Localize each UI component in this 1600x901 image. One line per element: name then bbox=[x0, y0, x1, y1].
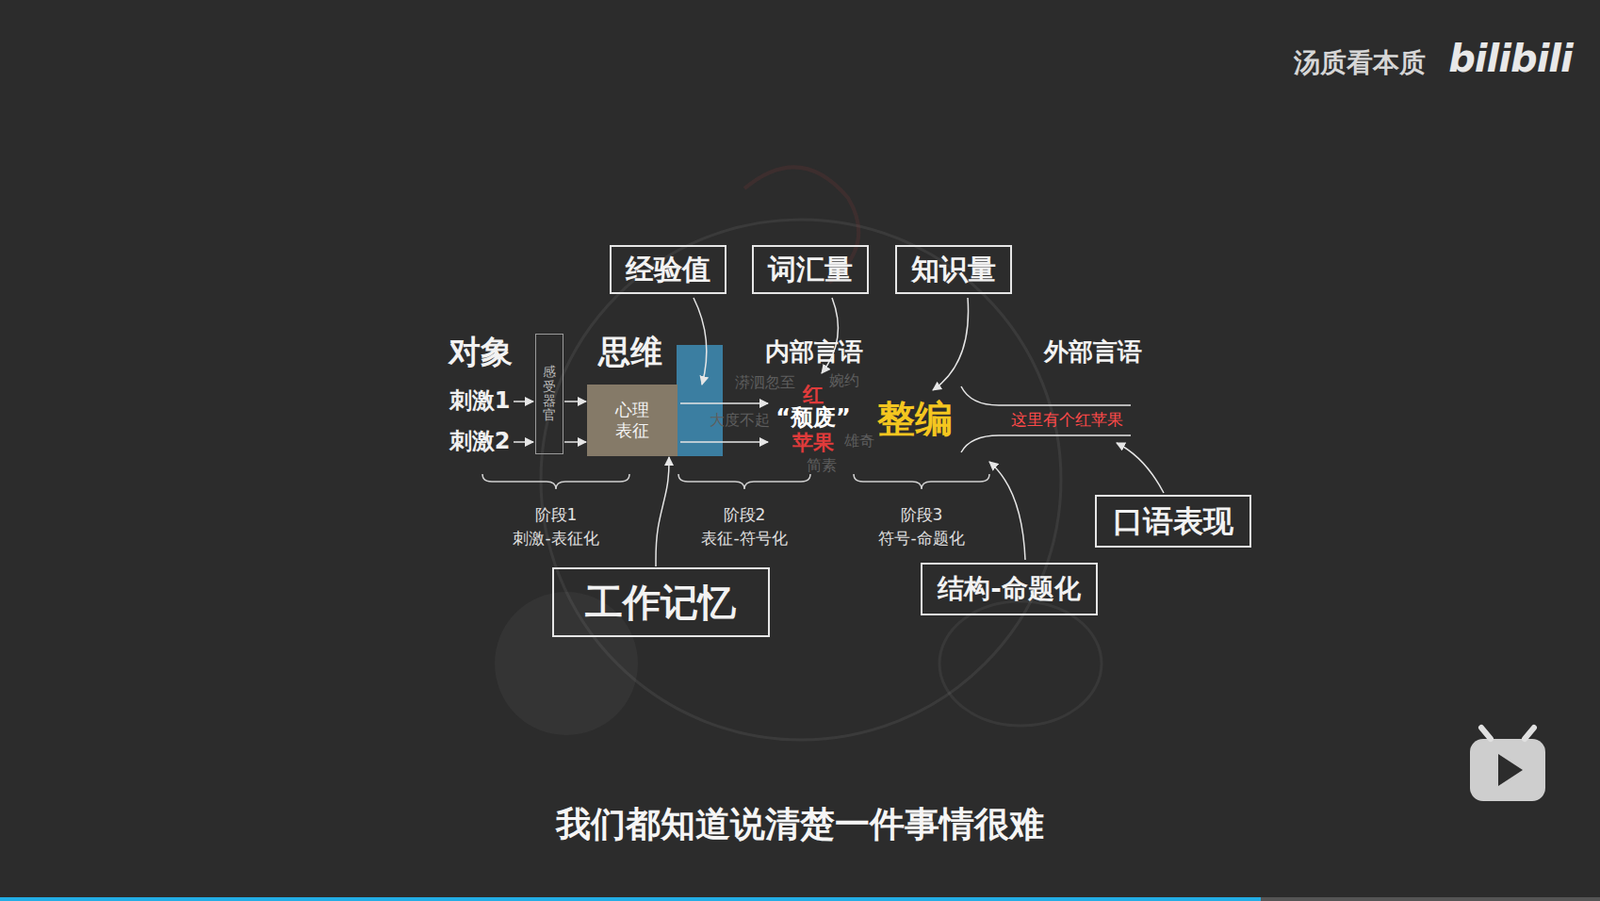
concept-box: 结构-命题化 bbox=[920, 562, 1098, 616]
stage-brace bbox=[853, 473, 990, 490]
progress-bar bbox=[0, 897, 1261, 901]
stage-label: 符号-命题化 bbox=[878, 529, 964, 549]
node-text: 词汇量 bbox=[767, 253, 853, 287]
stage-brace bbox=[678, 473, 811, 490]
column-heading: 外部言语 bbox=[1044, 338, 1143, 367]
faint-word: 简素 bbox=[806, 457, 837, 474]
concept-box: 知识量 bbox=[895, 244, 1013, 294]
connector-arrow bbox=[564, 440, 587, 443]
connector-arrow bbox=[655, 457, 670, 567]
node-text: 心理表征 bbox=[614, 399, 651, 442]
flow-arrow bbox=[680, 402, 768, 405]
red-word: 苹果 bbox=[792, 430, 834, 455]
column-heading: 内部言语 bbox=[765, 338, 864, 367]
flow-arrow bbox=[680, 440, 768, 443]
connector-arrow bbox=[564, 400, 587, 403]
subtitle: 我们都知道说清楚一件事情很难 bbox=[555, 804, 1045, 846]
leader-line bbox=[693, 297, 707, 385]
column-heading: 思维 bbox=[598, 333, 663, 371]
blue-bar bbox=[676, 344, 723, 457]
stimulus-label: 刺激2 bbox=[449, 428, 511, 456]
column-heading: 对象 bbox=[448, 333, 513, 371]
concept-box: 口语表现 bbox=[1094, 494, 1252, 548]
node-text: 经验值 bbox=[625, 253, 711, 287]
representation-box: 心理表征 bbox=[587, 384, 678, 457]
watermark-logo: bilibili bbox=[1448, 36, 1573, 81]
stage-label: 刺激-表征化 bbox=[512, 529, 599, 549]
node-text: 感受器官 bbox=[542, 364, 556, 424]
faint-word: 大度不起 bbox=[709, 411, 770, 429]
faint-word: 漭泗忽至 bbox=[734, 374, 796, 392]
concept-box: 经验值 bbox=[609, 244, 727, 294]
background-cell bbox=[939, 601, 1102, 726]
stage-brace bbox=[482, 473, 630, 490]
faint-word: 雄奇 bbox=[844, 432, 875, 450]
node-text: 口语表现 bbox=[1112, 504, 1234, 539]
play-triangle bbox=[1498, 753, 1523, 786]
symbol-word: “颓废” bbox=[775, 405, 851, 432]
progress-track bbox=[0, 897, 1600, 901]
node-text: 结构-命题化 bbox=[937, 573, 1081, 605]
input-arrow bbox=[513, 400, 534, 403]
stage-label: 阶段2 bbox=[723, 506, 767, 525]
stimulus-label: 刺激1 bbox=[449, 388, 511, 415]
spoken-sentence: 这里有个红苹果 bbox=[1011, 410, 1124, 430]
bracket-line bbox=[961, 435, 1131, 453]
bracket-line bbox=[961, 386, 1131, 406]
channel-name: 汤质看本质 bbox=[1293, 48, 1426, 79]
sensor-box: 感受器官 bbox=[535, 333, 564, 455]
stage-label: 阶段3 bbox=[900, 506, 944, 525]
node-text: 工作记忆 bbox=[585, 580, 736, 624]
leader-line bbox=[932, 297, 969, 391]
stage-label: 表征-符号化 bbox=[701, 529, 787, 549]
play-icon bbox=[1469, 738, 1546, 801]
stage-label: 阶段1 bbox=[535, 506, 578, 525]
highlight-word: 整编 bbox=[877, 396, 953, 441]
leader-line bbox=[1116, 442, 1164, 493]
memory-box: 工作记忆 bbox=[552, 567, 770, 637]
leader-line bbox=[989, 461, 1026, 560]
faint-word: 婉约 bbox=[829, 372, 860, 390]
play-icon-ears bbox=[1481, 727, 1535, 739]
red-word: 红 bbox=[802, 382, 824, 407]
concept-box: 词汇量 bbox=[751, 244, 869, 294]
input-arrow bbox=[513, 440, 534, 443]
node-text: 知识量 bbox=[911, 253, 996, 287]
